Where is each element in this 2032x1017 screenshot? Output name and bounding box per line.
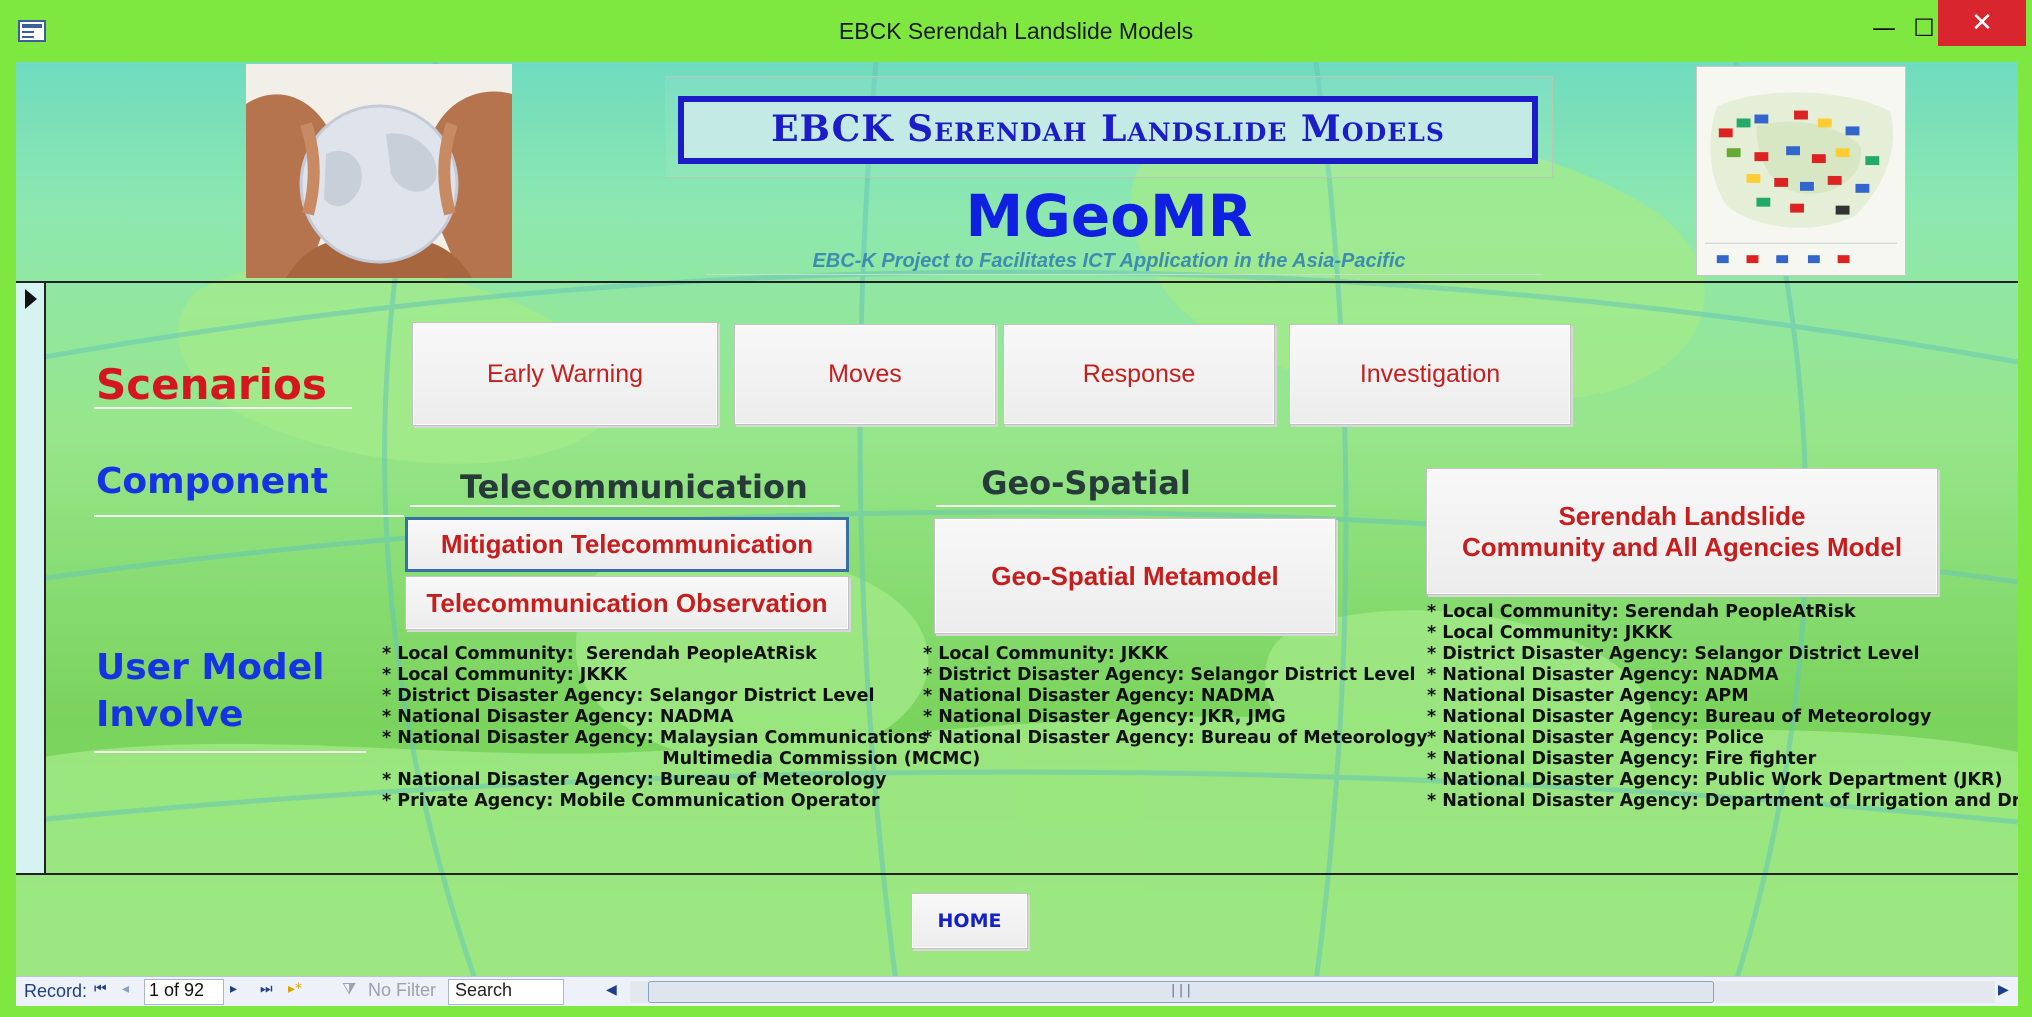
filter-icon: ⧩	[342, 981, 357, 998]
user-model-label: User Model Involve	[96, 644, 324, 738]
user-model-item: * Local Community: JKKK	[1427, 623, 1672, 643]
subtitle-divider	[706, 274, 1542, 275]
user-model-underline	[94, 751, 366, 753]
project-title: EBCK Serendah Landslide Models	[771, 108, 1445, 150]
user-model-item: * National Disaster Agency: APM	[1427, 686, 1749, 706]
user-model-item: * National Disaster Agency: Public Work …	[1427, 770, 2003, 790]
geospatial-underline	[936, 505, 1336, 507]
minimize-button[interactable]: —	[1872, 14, 1896, 42]
serendah-model-button-line2: Community and All Agencies Model	[1461, 531, 1903, 562]
detail-divider	[16, 873, 2018, 875]
serendah-community-agencies-model-button[interactable]: Serendah Landslide Community and All Age…	[1426, 468, 1938, 595]
response-button[interactable]: Response	[1003, 324, 1275, 425]
form-icon[interactable]	[18, 20, 46, 42]
user-model-item: * National Disaster Agency: Department o…	[1427, 791, 2018, 811]
user-model-item: * District Disaster Agency: Selangor Dis…	[923, 665, 1416, 685]
user-model-item: * National Disaster Agency: Police	[1427, 728, 1764, 748]
user-model-item: * District Disaster Agency: Selangor Dis…	[1427, 644, 1920, 664]
horizontal-scroll-thumb[interactable]: |||	[648, 981, 1714, 1003]
geospatial-user-model-list: * Local Community: JKKK* District Disast…	[923, 644, 1427, 749]
first-record-icon[interactable]: ⏮	[94, 981, 107, 997]
user-model-item: * Private Agency: Mobile Communication O…	[382, 791, 880, 811]
user-model-item: * Local Community: Serendah PeopleAtRisk	[1427, 602, 1856, 622]
maximize-button[interactable]: ☐	[1913, 14, 1935, 42]
title-bar: EBCK Serendah Landslide Models — ☐ ✕	[0, 0, 2032, 62]
filter-status-label: No Filter	[368, 980, 437, 1000]
moves-button[interactable]: Moves	[734, 324, 996, 425]
close-button[interactable]: ✕	[1938, 0, 2026, 46]
telecommunication-user-model-list: * Local Community: Serendah PeopleAtRisk…	[382, 644, 980, 812]
early-warning-button[interactable]: Early Warning	[412, 322, 718, 426]
user-model-item: * National Disaster Agency: Bureau of Me…	[1427, 707, 1932, 727]
user-model-item: * Local Community: JKKK	[923, 644, 1168, 664]
user-model-item: Multimedia Commission (MCMC)	[382, 749, 981, 769]
user-model-item: * Local Community: JKKK	[382, 665, 627, 685]
title-banner: EBCK Serendah Landslide Models	[678, 96, 1538, 164]
scroll-left-icon[interactable]: ◀	[606, 982, 617, 998]
mitigation-telecommunication-button[interactable]: Mitigation Telecommunication	[405, 517, 849, 572]
user-model-item: * National Disaster Agency: Bureau of Me…	[923, 728, 1428, 748]
user-model-item: * National Disaster Agency: NADMA	[1427, 665, 1779, 685]
geospatial-header: Geo-Spatial	[981, 464, 1191, 502]
telecommunication-observation-button[interactable]: Telecommunication Observation	[405, 576, 849, 630]
user-model-item: * District Disaster Agency: Selangor Dis…	[382, 686, 875, 706]
user-model-item: * National Disaster Agency: Bureau of Me…	[382, 770, 887, 790]
user-model-label-line2: Involve	[96, 694, 244, 735]
scenarios-underline	[94, 407, 352, 409]
telecommunication-header: Telecommunication	[460, 468, 808, 506]
hands-globe-image	[246, 64, 512, 278]
record-label: Record:	[24, 981, 88, 1001]
last-record-icon[interactable]: ⏭	[260, 981, 273, 997]
form-area: EBCK Serendah Landslide Models MGeoMR EB…	[16, 62, 2018, 982]
record-counter-input[interactable]: 1 of 92	[144, 979, 224, 1005]
user-model-item: * National Disaster Agency: NADMA	[382, 707, 734, 727]
current-record-arrow-icon	[25, 289, 37, 309]
project-subtitle: EBC-K Project to Facilitates ICT Applica…	[812, 250, 1406, 272]
home-button[interactable]: HOME	[911, 893, 1028, 949]
user-model-item: * National Disaster Agency: Malaysian Co…	[382, 728, 929, 748]
header-divider	[16, 281, 2018, 283]
serendah-user-model-list: * Local Community: Serendah PeopleAtRisk…	[1427, 602, 2018, 812]
new-record-icon[interactable]: ▸*	[288, 981, 303, 997]
previous-record-icon[interactable]: ◂	[122, 981, 130, 997]
next-record-icon[interactable]: ▸	[230, 981, 238, 997]
serendah-model-button-line1: Serendah Landslide	[1558, 500, 1806, 531]
scenarios-label: Scenarios	[96, 360, 327, 409]
user-model-label-line1: User Model	[96, 647, 325, 688]
user-model-item: * National Disaster Agency: JKR, JMG	[923, 707, 1286, 727]
geospatial-metamodel-button[interactable]: Geo-Spatial Metamodel	[934, 518, 1336, 634]
window-title: EBCK Serendah Landslide Models	[838, 18, 1194, 44]
record-navigation-bar: Record: ⏮ ◂ 1 of 92 ▸ ⏭ ▸* ⧩ No Filter S…	[16, 976, 2018, 1006]
search-input[interactable]: Search	[448, 979, 564, 1005]
investigation-button[interactable]: Investigation	[1289, 324, 1571, 425]
scroll-grip-icon: |||	[1169, 983, 1193, 998]
app-name-title: MGeoMR	[965, 182, 1253, 250]
filter-status-button[interactable]: ⧩ No Filter	[334, 979, 458, 1005]
telecommunication-underline	[410, 505, 840, 507]
component-underline	[94, 515, 404, 517]
scroll-right-icon[interactable]: ▶	[1998, 982, 2009, 998]
user-model-item: * National Disaster Agency: NADMA	[923, 686, 1275, 706]
component-label: Component	[96, 461, 329, 502]
user-model-item: * National Disaster Agency: Fire fighter	[1427, 749, 1817, 769]
user-model-item: * Local Community: Serendah PeopleAtRisk	[382, 644, 817, 664]
member-countries-map-image	[1696, 66, 1906, 276]
record-selector[interactable]	[16, 283, 46, 873]
